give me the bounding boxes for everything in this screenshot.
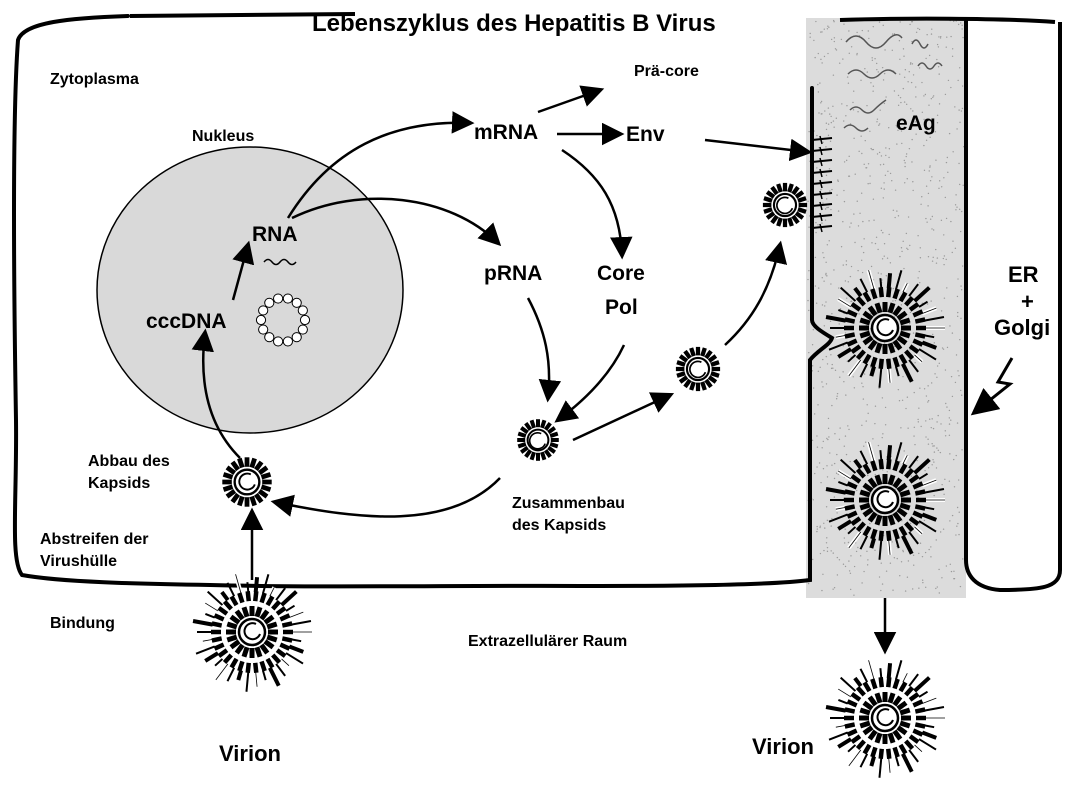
label-env: Env bbox=[626, 123, 665, 147]
nucleus bbox=[97, 147, 403, 433]
er-golgi-lightning-icon bbox=[975, 358, 1012, 412]
arrow-assembly-to-capsid bbox=[573, 395, 670, 440]
label-plus: + bbox=[1021, 289, 1034, 315]
label-rna: RNA bbox=[252, 223, 298, 247]
label-abbau-2: Kapsids bbox=[88, 474, 150, 494]
label-er: ER bbox=[1008, 262, 1039, 288]
label-zytoplasma: Zytoplasma bbox=[50, 70, 139, 90]
label-golgi: Golgi bbox=[994, 315, 1050, 341]
label-prna: pRNA bbox=[484, 262, 542, 286]
label-prae-core: Prä-core bbox=[634, 62, 699, 82]
arrow-pol-to-assembly bbox=[558, 345, 624, 420]
right-cell-membrane bbox=[966, 20, 1060, 590]
label-pol: Pol bbox=[605, 296, 638, 320]
arrow-mrna-to-core bbox=[562, 150, 622, 255]
virion-released-icon bbox=[826, 660, 945, 777]
virion-entering-icon bbox=[193, 574, 312, 691]
capsid-mature-icon bbox=[676, 347, 720, 391]
arrow-capsid-to-budding bbox=[725, 245, 780, 345]
label-cccdna: cccDNA bbox=[146, 310, 227, 334]
label-abstreifen-2: Virushülle bbox=[40, 552, 117, 572]
label-zusammenbau-2: des Kapsids bbox=[512, 516, 606, 536]
arrow-assembly-to-recycle bbox=[275, 478, 500, 517]
diagram-title: Lebenszyklus des Hepatitis B Virus bbox=[312, 10, 716, 38]
label-core: Core bbox=[597, 262, 645, 286]
label-zusammenbau-1: Zusammenbau bbox=[512, 494, 625, 514]
arrow-prna-to-assembly bbox=[528, 298, 549, 398]
capsid-uncoating-icon bbox=[222, 457, 271, 506]
label-virion-right: Virion bbox=[752, 734, 814, 760]
label-abbau-1: Abbau des bbox=[88, 452, 170, 472]
capsid-assembly-icon bbox=[517, 419, 559, 461]
arrow-env-to-membrane bbox=[705, 140, 808, 152]
capsid-budding-icon bbox=[763, 183, 807, 227]
label-abstreifen-1: Abstreifen der bbox=[40, 530, 148, 550]
arrow-mrna-to-praecore bbox=[538, 90, 600, 112]
label-mrna: mRNA bbox=[474, 121, 538, 145]
label-extrazellulaer: Extrazellulärer Raum bbox=[468, 632, 627, 652]
label-eag: eAg bbox=[896, 112, 936, 136]
label-bindung: Bindung bbox=[50, 614, 115, 634]
label-nukleus: Nukleus bbox=[192, 127, 254, 147]
label-virion-left: Virion bbox=[219, 741, 281, 767]
